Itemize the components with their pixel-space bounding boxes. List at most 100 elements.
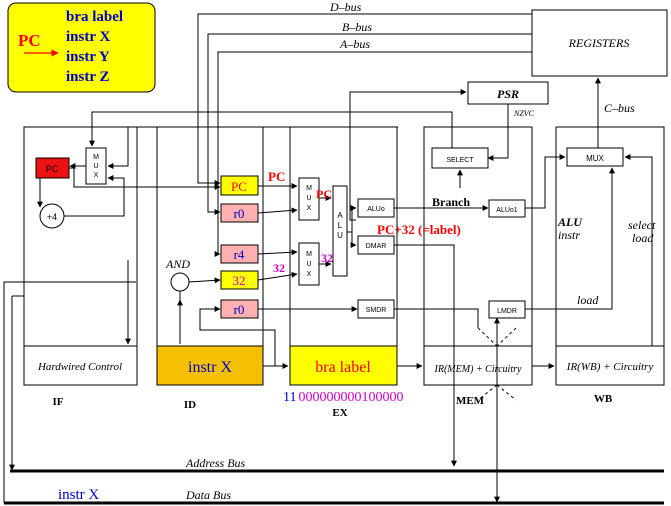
wb-mux — [566, 147, 624, 167]
d-bus-label: D–bus — [329, 0, 362, 14]
imm-to-mux — [257, 271, 298, 281]
b-bus-line — [207, 33, 532, 215]
select-to-ifmux — [89, 111, 453, 148]
select-label: SELECT — [446, 157, 474, 164]
ex-mux-bot-m: M — [306, 251, 312, 258]
registers-box — [531, 9, 668, 77]
ex-mux-bot-u: U — [306, 261, 311, 268]
adder-to-mux — [64, 175, 125, 217]
legend: PC bra label instr X instr Y instr Z — [7, 2, 156, 93]
if-data-line — [3, 281, 136, 503]
branch-target-to-mux — [107, 127, 129, 169]
load-label: load — [577, 293, 599, 307]
aluo-label: ALUo — [367, 206, 385, 213]
wb-stage-label: WB — [594, 393, 613, 405]
alu-pc-label: PC — [316, 187, 332, 201]
id-instr-box — [156, 345, 264, 386]
r4-to-mux — [257, 249, 298, 256]
registers-label: REGISTERS — [568, 36, 630, 50]
if-stage-label: IF — [53, 396, 64, 408]
mem-dash-2 — [496, 327, 517, 347]
data-bus-value: instr X — [58, 487, 99, 503]
ex-mux-bot-x: X — [307, 271, 312, 278]
ex-mux-top-m: M — [306, 185, 312, 192]
d-bus-line — [197, 13, 532, 186]
mem-stage-label: MEM — [456, 395, 485, 407]
alu-instr-label-1: ALU — [557, 215, 583, 229]
smdr-label: SMDR — [366, 307, 387, 314]
mem-ir-label: IR(MEM) + Circuitry — [434, 364, 522, 375]
b-bus-label: B–bus — [342, 20, 372, 34]
ex-mux-top — [298, 177, 320, 221]
id-stage-label: ID — [184, 399, 196, 411]
legend-line-2: instr X — [66, 29, 110, 45]
ex-mux-top-u: U — [306, 195, 311, 202]
select-load-line — [624, 154, 653, 346]
mem-dash-3 — [477, 384, 498, 401]
dmar-label: DMAR — [366, 243, 387, 250]
pc-to-id — [69, 167, 221, 190]
legend-box — [7, 2, 156, 93]
legend-line-3: instr Y — [66, 49, 110, 65]
id-r0-label: r0 — [234, 206, 245, 221]
pc-register-label: PC — [46, 164, 59, 174]
id-imm-label: 32 — [233, 273, 246, 288]
nzvc-label: NZVC — [513, 109, 535, 118]
alu-u: U — [337, 231, 343, 240]
wb-mux-label: MUX — [586, 154, 604, 163]
plus4-label: +4 — [47, 212, 57, 222]
aluo1-to-wbmux — [525, 154, 566, 209]
and-gate — [170, 272, 190, 292]
ir-to-r0b — [199, 306, 276, 367]
if-mux-u: U — [93, 163, 98, 170]
r0-to-mux — [257, 207, 298, 214]
wb-ir-box — [555, 345, 665, 386]
alu-to-psr — [349, 89, 467, 221]
a-bus-label: A–bus — [339, 37, 370, 51]
pc-wire-label: PC — [268, 169, 285, 184]
pc32-label: PC+32 (=label) — [377, 222, 461, 237]
id-r4-label: r4 — [234, 247, 245, 262]
alu-l: L — [338, 221, 343, 230]
alu-instr-label-2: instr — [558, 228, 580, 242]
ex-instr-label: bra label — [315, 359, 371, 376]
legend-line-1: bra label — [66, 9, 123, 25]
address-bus-label: Address Bus — [185, 456, 246, 470]
a-bus-line — [214, 51, 532, 257]
binary-rest: 000000000100000 — [298, 390, 403, 405]
select-load-label-1: select — [628, 218, 656, 232]
legend-pc: PC — [18, 31, 41, 50]
branch-label: Branch — [432, 195, 470, 209]
alu — [332, 185, 348, 277]
alu-to-aluo — [347, 205, 357, 233]
wb-ir-label: IR(WB) + Circuitry — [566, 361, 654, 373]
and-to-imm — [188, 277, 221, 284]
id-instr-label: instr X — [188, 359, 232, 376]
mem-dash-4 — [496, 384, 517, 401]
if-mux-m: M — [93, 154, 99, 161]
if-control-box — [23, 345, 138, 386]
select-unit — [431, 147, 489, 169]
binary-prefix: 11 — [283, 390, 296, 405]
alu-32-label: 32 — [321, 251, 333, 265]
id-r0b-label: r0 — [234, 302, 245, 317]
select-load-label-2: load — [632, 231, 654, 245]
if-control-label: Hardwired Control — [37, 361, 122, 373]
legend-line-4: instr Z — [66, 69, 109, 85]
data-bus-label: Data Bus — [185, 488, 231, 502]
alu-a: A — [337, 211, 343, 220]
ex-stage-label: EX — [332, 407, 347, 419]
psr-label: PSR — [497, 87, 519, 101]
mem-dash-1 — [477, 327, 498, 347]
imm-wire-label: 32 — [273, 261, 285, 275]
alu-to-dmar — [350, 232, 357, 248]
lmdr-label: LMDR — [497, 308, 517, 315]
id-pc-label: PC — [231, 179, 247, 194]
smdr-to-data — [394, 308, 479, 328]
c-bus-label: C–bus — [604, 101, 635, 115]
and-label: AND — [165, 257, 190, 271]
dmar-to-address-bus — [394, 244, 457, 467]
if-mux-x: X — [94, 172, 99, 179]
